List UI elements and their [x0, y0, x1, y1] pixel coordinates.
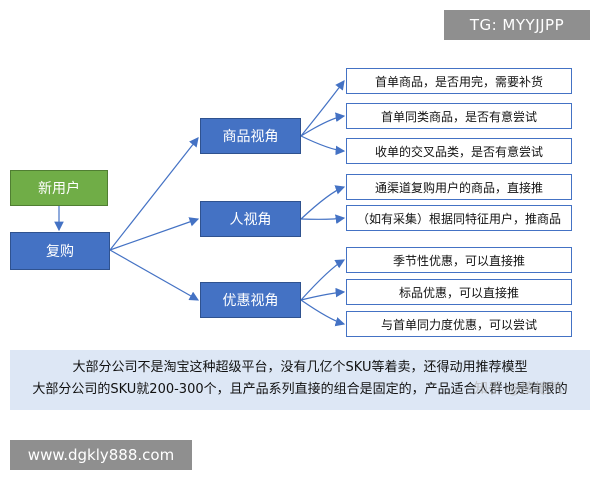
leaf-people-2: （如有采集）根据同特征用户，推商品 — [346, 205, 572, 231]
banner-line-2: 大部分公司的SKU就200-300个，且产品系列直接的组合是固定的，产品适合人群… — [32, 382, 568, 397]
summary-banner: 大部分公司不是淘宝这种超级平台，没有几亿个SKU等着卖，还得动用推荐模型 大部分… — [10, 350, 590, 410]
node-product-view: 商品视角 — [200, 118, 301, 154]
node-discount-view: 优惠视角 — [200, 282, 301, 318]
node-people-view: 人视角 — [200, 201, 301, 237]
leaf-discount-2: 标品优惠，可以直接推 — [346, 279, 572, 305]
node-repurchase: 复购 — [10, 232, 110, 270]
banner-line-1: 大部分公司不是淘宝这种超级平台，没有几亿个SKU等着卖，还得动用推荐模型 — [72, 360, 528, 375]
leaf-product-1: 首单商品，是否用完，需要补货 — [346, 68, 572, 94]
leaf-people-1: 通渠道复购用户的商品，直接推 — [346, 174, 572, 200]
leaf-product-3: 收单的交叉品类，是否有意尝试 — [346, 138, 572, 164]
zhihu-watermark: 知乎 @接地气 — [474, 381, 563, 397]
leaf-discount-3: 与首单同力度优惠，可以尝试 — [346, 311, 572, 337]
node-new-user: 新用户 — [10, 170, 108, 206]
watermark-bottom: www.dgkly888.com — [10, 440, 192, 470]
watermark-top: TG: MYYJJPP — [444, 10, 590, 40]
leaf-product-2: 首单同类商品，是否有意尝试 — [346, 103, 572, 129]
leaf-discount-1: 季节性优惠，可以直接推 — [346, 247, 572, 273]
